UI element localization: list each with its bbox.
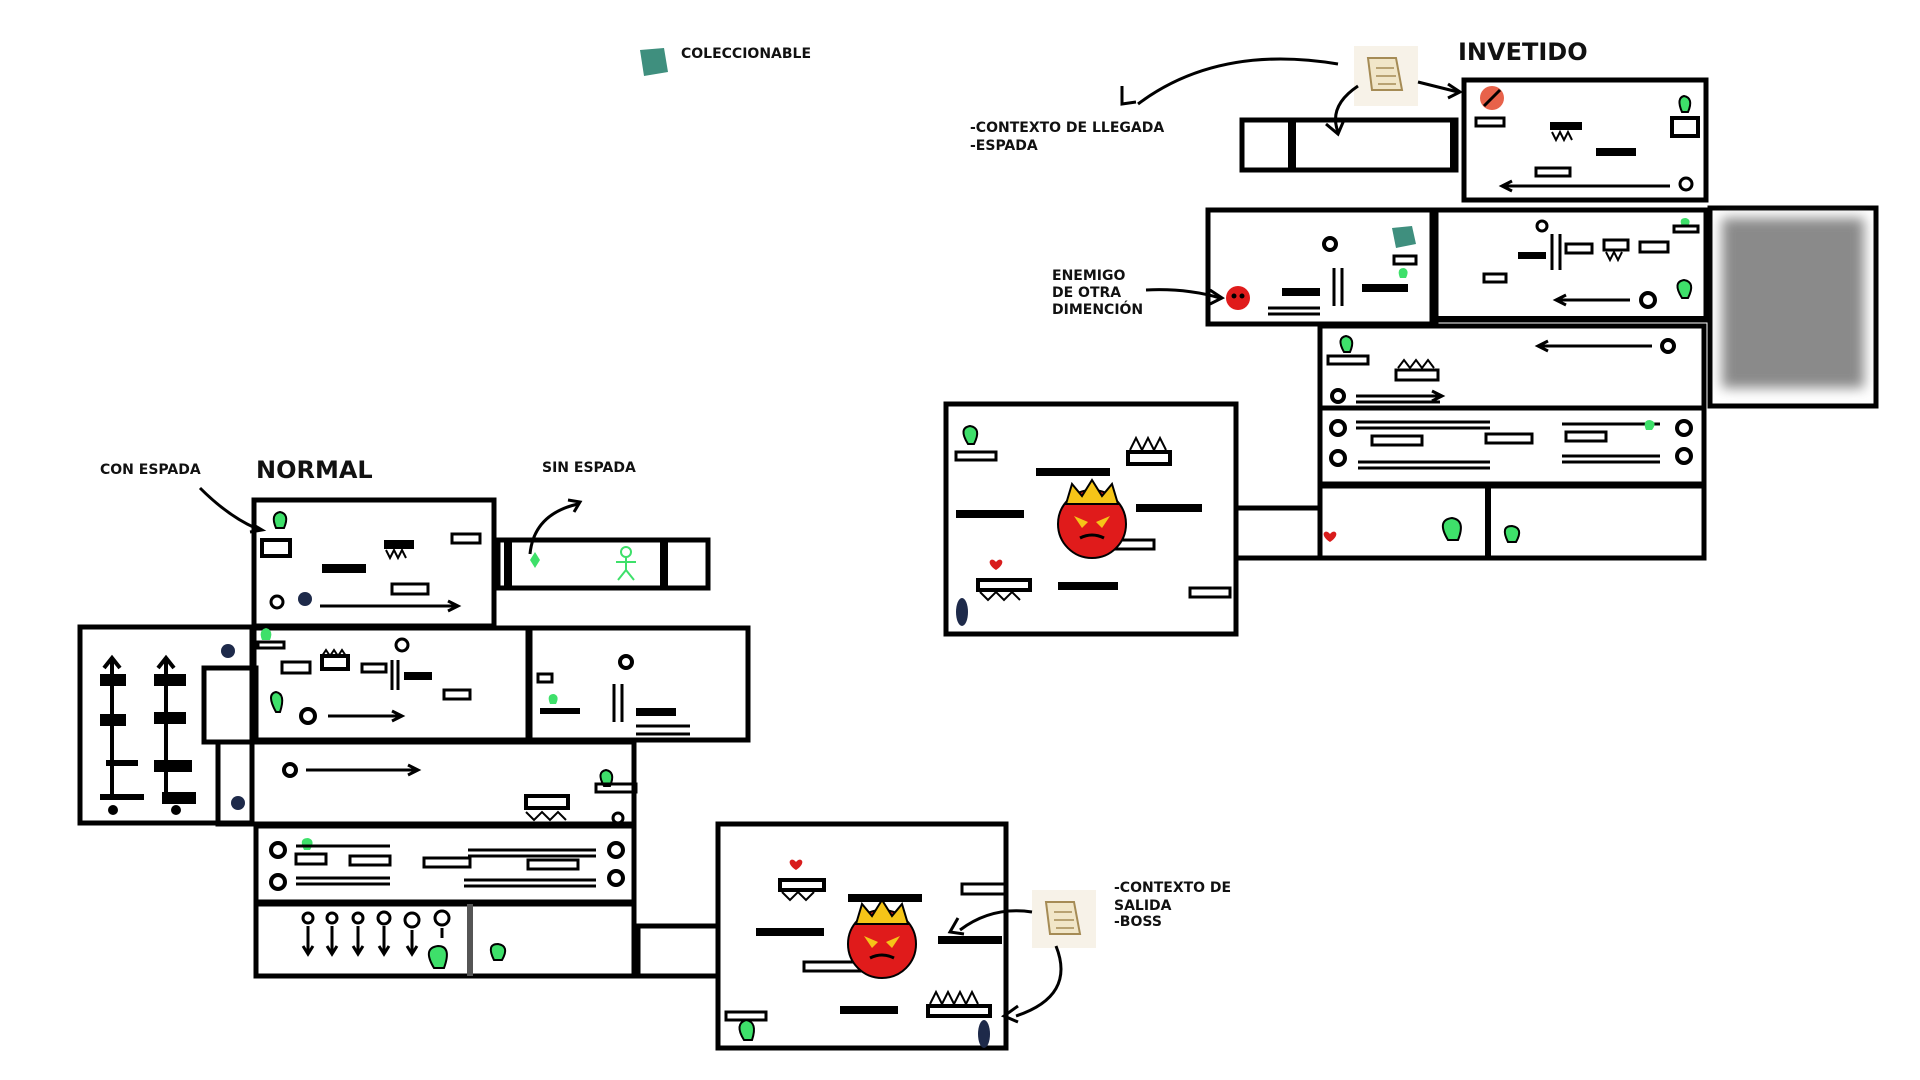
enemy-label-line2: DE OTRA [1052,285,1121,301]
enemy-icon [1226,286,1250,310]
inverted-details [954,86,1864,626]
plant-icon [270,690,284,713]
normal-door-block [201,665,259,745]
sin-espada-label: SIN ESPADA [542,460,636,476]
inverted-title: INVETIDO [1458,38,1588,66]
exit-context-line3: -BOSS [1114,914,1162,930]
enemy-label-line1: ENEMIGO [1052,268,1125,284]
plant-icon [427,944,448,969]
heart-icon [789,859,803,870]
normal-room-boss [715,821,1009,1051]
normal-room-conveyor [215,739,637,827]
inverted-annotations: INVETIDO -CONTEXTO DE LLEGADA -ESPADA EN… [970,38,1588,318]
con-espada-label: CON ESPADA [100,462,201,478]
plant-icon [738,1018,755,1041]
normal-room-right [527,625,751,743]
legend: COLECCIONABLE [640,46,811,76]
plant-icon [489,942,507,961]
drop-arrows [301,909,451,957]
enemy-label-line3: DIMENCIÓN [1052,300,1143,318]
scroll-icon [1032,890,1096,948]
plant-icon [548,694,558,704]
shield-icon [221,644,235,658]
plant-icon [301,838,313,850]
plant-icon [1503,524,1521,543]
normal-title: NORMAL [256,456,373,484]
heart-icon [989,559,1003,570]
shield-icon [231,796,245,810]
legend-collectible-label: COLECCIONABLE [681,46,811,62]
boss-icon [1057,478,1127,559]
fog-area [1722,218,1864,388]
exit-context-line2: SALIDA [1114,898,1172,914]
arrival-context-line1: -CONTEXTO DE LLEGADA [970,120,1164,136]
scroll-icon [1354,46,1418,106]
ladder-right [154,654,196,804]
inverted-room-right [1429,207,1709,323]
normal-corridor-boss [635,923,721,979]
plant-icon [1678,94,1692,113]
boss-icon [847,898,917,979]
arrival-context-line2: -ESPADA [970,138,1038,154]
inverted-room-boss [943,401,1239,637]
portal-icon [956,598,968,626]
plant-icon [272,510,288,529]
inverted-map [943,77,1879,637]
inverted-room-fog [1707,205,1879,409]
normal-room-drops [253,901,637,979]
plant-icon [1644,420,1655,430]
normal-annotations: NORMAL CON ESPADA SIN ESPADA -CONTEXTO D… [100,456,1231,1024]
inverted-corridor-boss [1233,505,1323,561]
plant-icon [1441,516,1462,541]
exit-context-line1: -CONTEXTO DE [1114,880,1231,896]
heart-icon [1323,531,1337,542]
normal-corridor-sword [495,537,711,591]
normal-details [100,510,1008,1048]
sword-gem-icon [530,552,540,568]
collectible-icon [640,48,668,76]
inverted-room-drops [1317,483,1707,561]
plant-icon [1680,218,1690,226]
plant-icon [1339,334,1354,353]
plant-icon [260,628,272,640]
portal-icon [978,1020,990,1048]
collectible-icon [1392,226,1416,248]
plant-icon [599,768,614,787]
plant-icon [1676,278,1693,299]
shield-icon [298,592,312,606]
plant-icon [1398,268,1408,278]
normal-map [77,497,1009,1051]
inverted-corridor-top [1239,117,1459,173]
ladder-left [100,654,126,800]
inverted-room-start [1461,77,1709,203]
stick-figure-icon [616,546,636,581]
plant-icon [962,424,979,445]
